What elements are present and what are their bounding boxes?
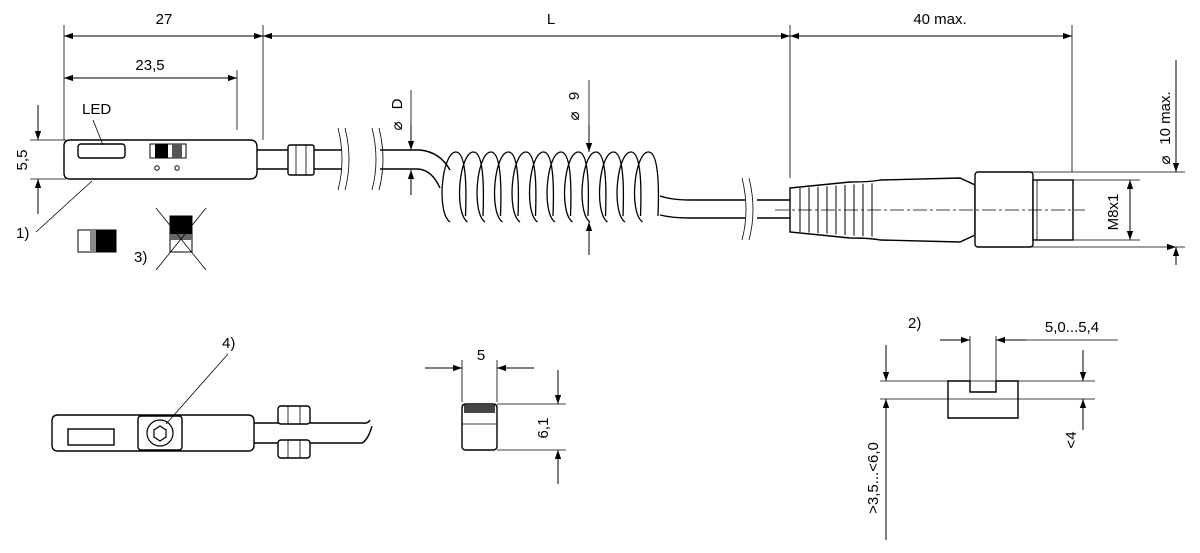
coiled-cable (371, 127, 754, 241)
dia-symbol-10: ⌀ (1157, 155, 1174, 164)
dia-symbol-D: ⌀ (389, 121, 406, 130)
coil-path (441, 151, 660, 223)
dim-slot-depth: <4 (1063, 431, 1080, 448)
dim-9-group: 9 ⌀ (566, 80, 593, 255)
dim-m8-group: M8x1 (1073, 179, 1140, 241)
dim-D-group: D ⌀ (389, 90, 415, 195)
dim-10-max: 10 max. (1157, 91, 1174, 144)
dim-5: 5 (477, 347, 485, 364)
dim-40-max: 40 max. (913, 11, 966, 28)
dim-slot-height: >3,5...<6,0 (865, 442, 882, 514)
led-window (77, 143, 126, 159)
dim-23-5: 23,5 (135, 57, 164, 74)
m8-connector (757, 171, 1085, 248)
dia-symbol-9: ⌀ (566, 111, 583, 120)
dim-L: L (547, 11, 555, 28)
mounting-symbols: 3) (77, 207, 207, 271)
led-label: LED (82, 101, 111, 118)
sensor-head: LED (63, 101, 350, 191)
t-slot-section: 2) 5,0...5,4 <4 >3,5...<6,0 (865, 315, 1118, 540)
note-3: 3) (134, 249, 147, 266)
dim-m8x1: M8x1 (1105, 194, 1122, 231)
overall-dimensions: 27 L 40 max. 23,5 (63, 11, 1073, 178)
note-1: 1) (16, 225, 29, 242)
dim-9: 9 (566, 92, 583, 100)
note-4: 4) (222, 335, 235, 352)
dim-5-5-group: 5,5 (14, 105, 66, 214)
sensor-side-view: 4) (51, 335, 373, 459)
dim-10-max-group: 10 max. ⌀ (1030, 60, 1185, 265)
dim-slot-width: 5,0...5,4 (1045, 319, 1099, 336)
dim-6-1: 6,1 (535, 418, 552, 439)
dim-D: D (389, 98, 406, 109)
sensor-end-view: 5 6,1 (425, 347, 566, 484)
dim-27: 27 (156, 11, 173, 28)
dim-5-5: 5,5 (14, 150, 31, 171)
note-2: 2) (908, 315, 921, 332)
